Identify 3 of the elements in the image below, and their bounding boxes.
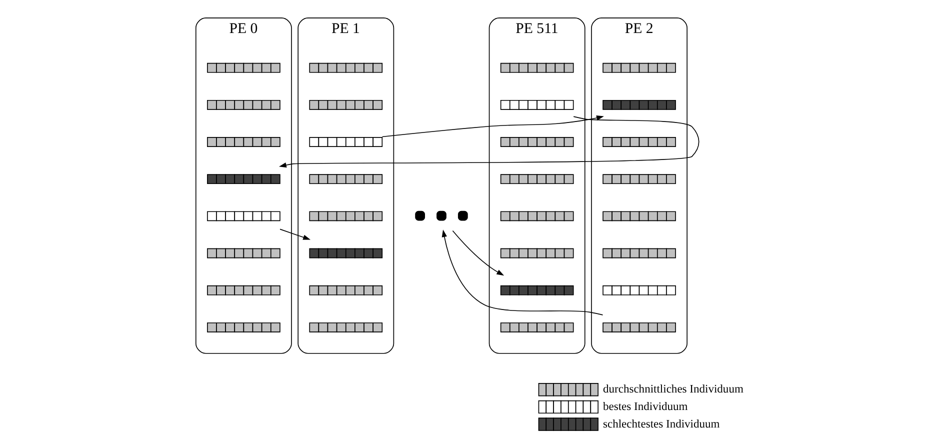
legend-label: durchschnittliches Individuum (602, 384, 743, 396)
legend-label: schlechtestes Individuum (602, 418, 720, 430)
legend-label: bestes Individuum (602, 401, 688, 414)
